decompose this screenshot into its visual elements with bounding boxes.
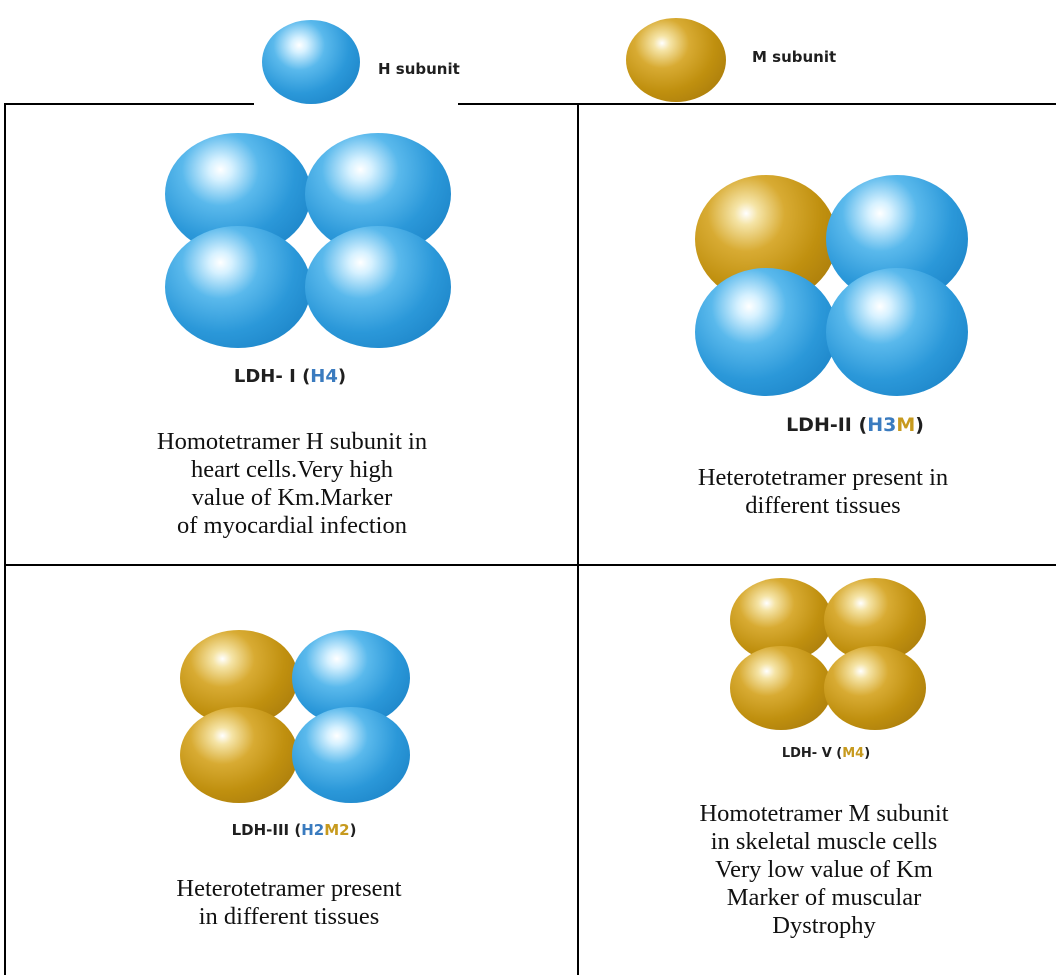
m-subunit-legend-sphere — [626, 18, 726, 102]
table-top-border-right — [458, 103, 1056, 105]
h-subunit-legend-sphere — [262, 20, 360, 104]
ldh-i-description: Homotetramer H subunit in heart cells.Ve… — [156, 428, 428, 539]
h-subunit-sphere — [165, 226, 311, 348]
table-row-divider — [4, 564, 1056, 566]
ldh-ii-description: Heterotetramer present in different tiss… — [697, 464, 949, 519]
table-middle-divider — [577, 103, 579, 975]
ldh-i-label: LDH- I (H4) — [233, 366, 347, 387]
table-top-border-left — [4, 103, 254, 105]
table-left-border — [4, 103, 6, 975]
h-subunit-sphere — [826, 268, 968, 396]
h-subunit-legend-label: H subunit — [378, 60, 460, 78]
ldh-v-description: Homotetramer M subunit in skeletal muscl… — [699, 800, 949, 939]
ldh-iii-label: LDH-III (H2M2) — [231, 821, 357, 839]
h-subunit-sphere — [305, 226, 451, 348]
h-subunit-sphere — [695, 268, 837, 396]
m-subunit-sphere — [730, 646, 832, 730]
ldh-ii-label: LDH-II (H3M) — [786, 414, 924, 436]
m-subunit-legend-label: M subunit — [752, 48, 837, 66]
m-subunit-sphere — [824, 646, 926, 730]
h-subunit-sphere — [292, 707, 410, 803]
m-subunit-sphere — [180, 707, 298, 803]
ldh-iii-description: Heterotetramer present in different tiss… — [176, 875, 402, 930]
ldh-v-label: LDH- V (M4) — [781, 746, 871, 761]
